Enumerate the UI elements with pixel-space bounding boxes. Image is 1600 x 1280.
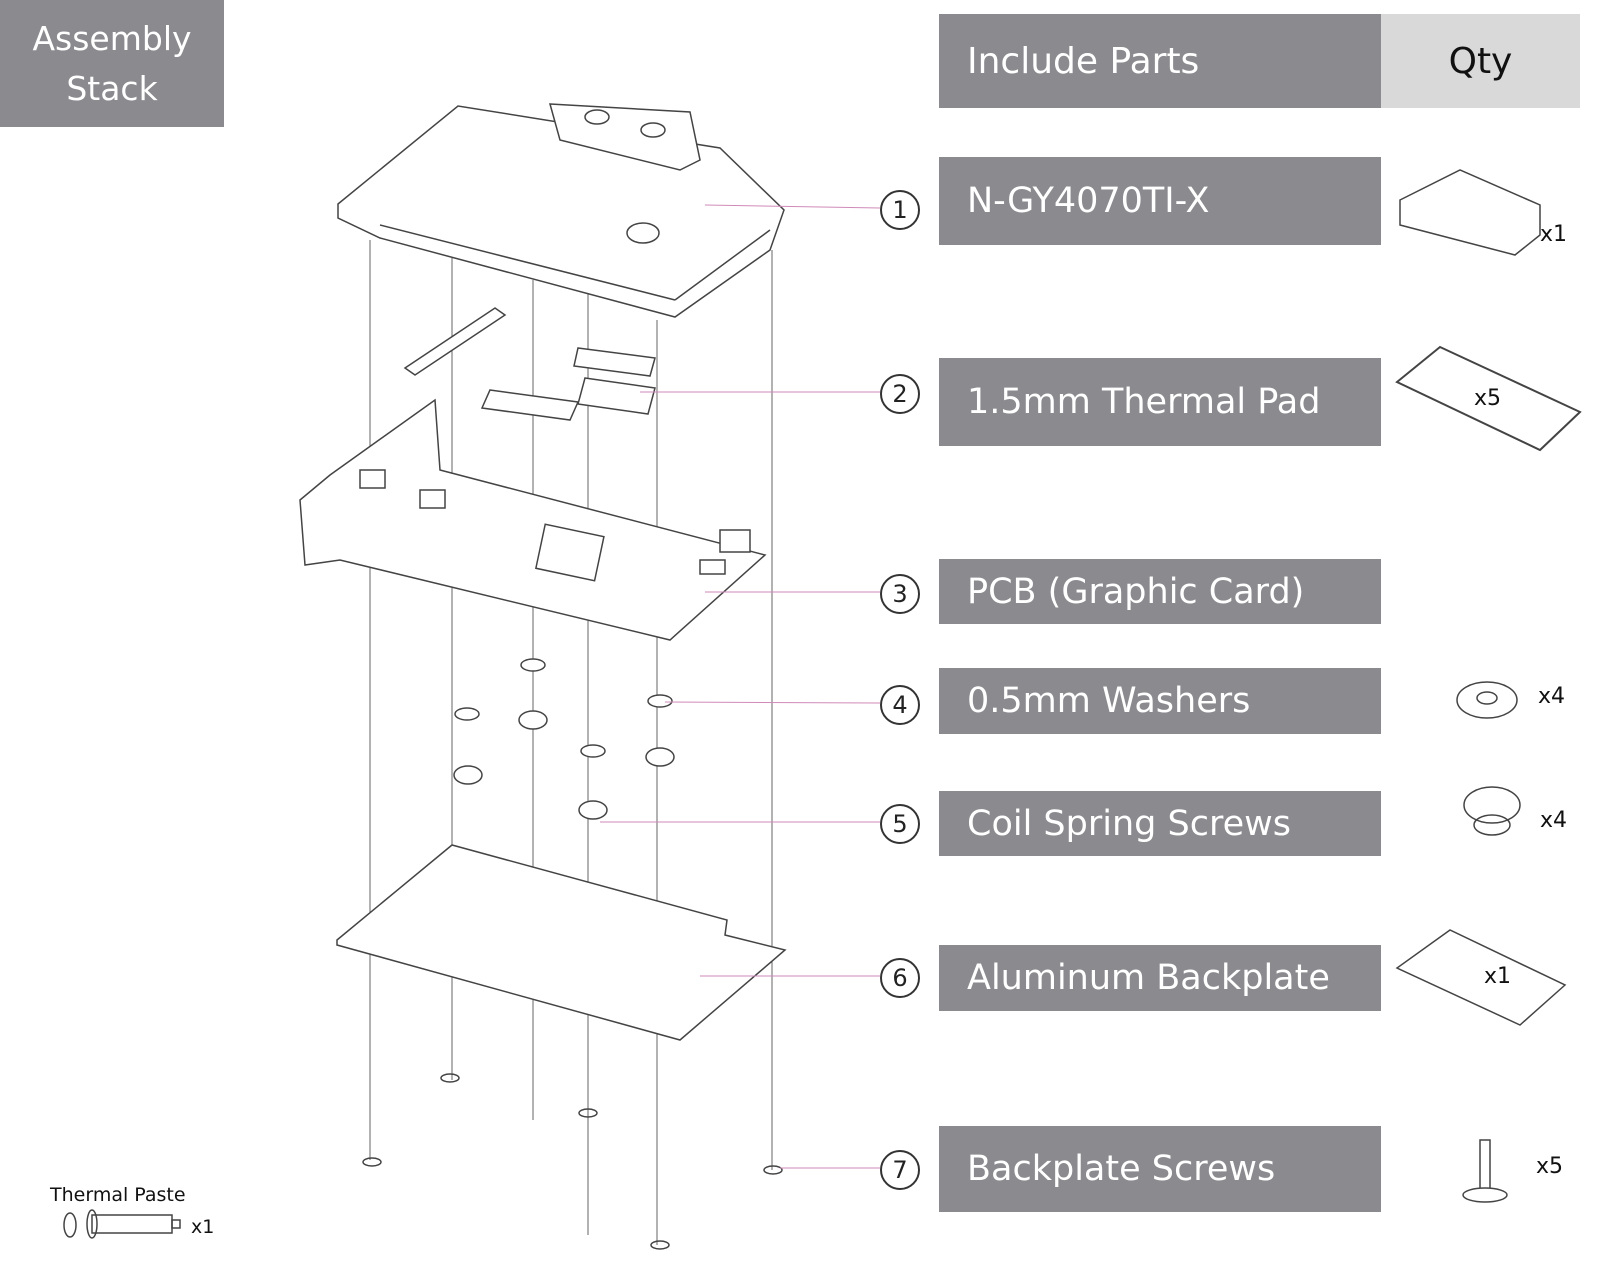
part-number-1: 1 bbox=[880, 190, 920, 230]
part-qty-1: x1 bbox=[1540, 222, 1568, 247]
washer-thumb bbox=[1456, 681, 1518, 719]
part-name: 1.5mm Thermal Pad bbox=[967, 382, 1321, 422]
part-row-3: PCB (Graphic Card) bbox=[939, 559, 1381, 624]
thermal-paste-label: Thermal Paste bbox=[50, 1184, 186, 1206]
water-block-drawing bbox=[337, 103, 785, 318]
part-number-2: 2 bbox=[880, 374, 920, 414]
part-qty-2: x5 bbox=[1474, 386, 1502, 411]
part-name: 0.5mm Washers bbox=[967, 681, 1251, 721]
backplate-screws-drawing bbox=[362, 1073, 783, 1250]
part-name: PCB (Graphic Card) bbox=[967, 571, 1305, 612]
part-number-6: 6 bbox=[880, 958, 920, 998]
part-row-6: Aluminum Backplate bbox=[939, 945, 1381, 1011]
part-number-7: 7 bbox=[880, 1150, 920, 1190]
part-row-1: N-GY4070TI-X bbox=[939, 157, 1381, 245]
water-block-thumb bbox=[1399, 169, 1541, 256]
washers-springs-drawing bbox=[453, 658, 675, 820]
screw-thumb bbox=[1479, 1139, 1491, 1191]
part-qty-6: x1 bbox=[1484, 964, 1512, 989]
spring-screw-thumb bbox=[1463, 786, 1521, 824]
thermal-pad-thumb bbox=[1395, 345, 1582, 452]
thermal-paste-icon bbox=[63, 1209, 181, 1239]
qty-icons bbox=[63, 169, 1582, 1239]
part-row-7: Backplate Screws bbox=[939, 1126, 1381, 1212]
thermal-pads-drawing bbox=[403, 307, 656, 421]
part-row-2: 1.5mm Thermal Pad bbox=[939, 358, 1381, 446]
backplate-drawing bbox=[336, 844, 787, 1041]
backplate-thumb bbox=[1395, 929, 1567, 1026]
guide-lines bbox=[369, 240, 773, 1245]
part-row-4: 0.5mm Washers bbox=[939, 668, 1381, 734]
include-parts-header: Include Parts bbox=[939, 14, 1381, 108]
part-number-5: 5 bbox=[880, 804, 920, 844]
header-qty-label: Qty bbox=[1448, 40, 1513, 82]
assembly-stack-title: Assembly Stack bbox=[0, 0, 224, 127]
part-name: N-GY4070TI-X bbox=[967, 181, 1210, 221]
part-qty-4: x4 bbox=[1538, 684, 1566, 709]
pcb-drawing bbox=[299, 398, 767, 641]
part-number-3: 3 bbox=[880, 574, 920, 614]
part-qty-5: x4 bbox=[1540, 808, 1568, 833]
thermal-paste-qty: x1 bbox=[191, 1216, 215, 1238]
part-name: Backplate Screws bbox=[967, 1149, 1276, 1189]
title-text: Assembly Stack bbox=[32, 18, 192, 108]
part-number-4: 4 bbox=[880, 685, 920, 725]
qty-header: Qty bbox=[1381, 14, 1580, 108]
header-parts-label: Include Parts bbox=[967, 40, 1200, 82]
part-qty-7: x5 bbox=[1536, 1154, 1564, 1179]
part-name: Coil Spring Screws bbox=[967, 803, 1291, 844]
part-name: Aluminum Backplate bbox=[967, 958, 1330, 998]
part-row-5: Coil Spring Screws bbox=[939, 791, 1381, 856]
leader-lines bbox=[600, 204, 881, 1169]
